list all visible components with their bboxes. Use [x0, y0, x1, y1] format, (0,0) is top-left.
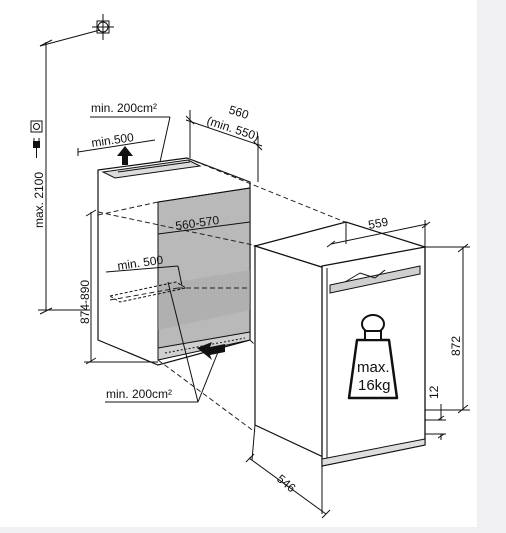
min-200cm2-top-label: min. 200cm²: [91, 101, 157, 115]
crosshair-icon: [92, 14, 114, 40]
airflow-up-arrow: [117, 146, 133, 165]
min-500-top-label: min.500: [90, 130, 135, 150]
weight-icon: [347, 314, 399, 400]
projection-lines: [97, 157, 346, 433]
depth-560-dimension: [185, 110, 263, 182]
height-872-label: 872: [449, 336, 463, 356]
max-2100-label: max. 2100: [32, 172, 46, 228]
diagram-canvas: max. 2100: [30, 14, 470, 519]
max-height-dimension: [38, 39, 90, 315]
depth-546-dimension: [245, 424, 331, 519]
width-559-dimension: [326, 220, 431, 248]
gap-12-dimension: [425, 404, 446, 440]
height-872-dimension: [425, 243, 470, 414]
bottom-vent-leader: [105, 281, 219, 403]
airflow-in-arrow: [197, 342, 225, 360]
appliance: [252, 221, 428, 467]
width-560-570-label: 560-570: [174, 213, 220, 233]
side-panel: [477, 0, 506, 533]
top-depth-dimension: [77, 139, 156, 156]
top-vent-leader: [90, 116, 171, 163]
power-socket-icon: [30, 120, 43, 158]
depth-560-label: 560: [227, 103, 251, 123]
height-874-890-label: 874-890: [78, 280, 92, 324]
inner-depth-marker: [105, 265, 188, 303]
gap-12-label: 12: [427, 385, 441, 399]
min-500-inner-label: min. 500: [116, 253, 164, 273]
depth-min-550-label: (min. 550): [205, 114, 261, 144]
top-reference-line: [39, 29, 101, 47]
bottom-panel: [0, 527, 506, 533]
min-200cm2-bottom-label: min. 200cm²: [106, 387, 172, 401]
weight-16kg-label: 16kg: [358, 377, 391, 394]
niche-height-dimension: [84, 209, 158, 365]
weight-max-label: max.: [357, 359, 390, 376]
width-dimension-line: [157, 221, 251, 235]
width-559-label: 559: [367, 215, 389, 232]
